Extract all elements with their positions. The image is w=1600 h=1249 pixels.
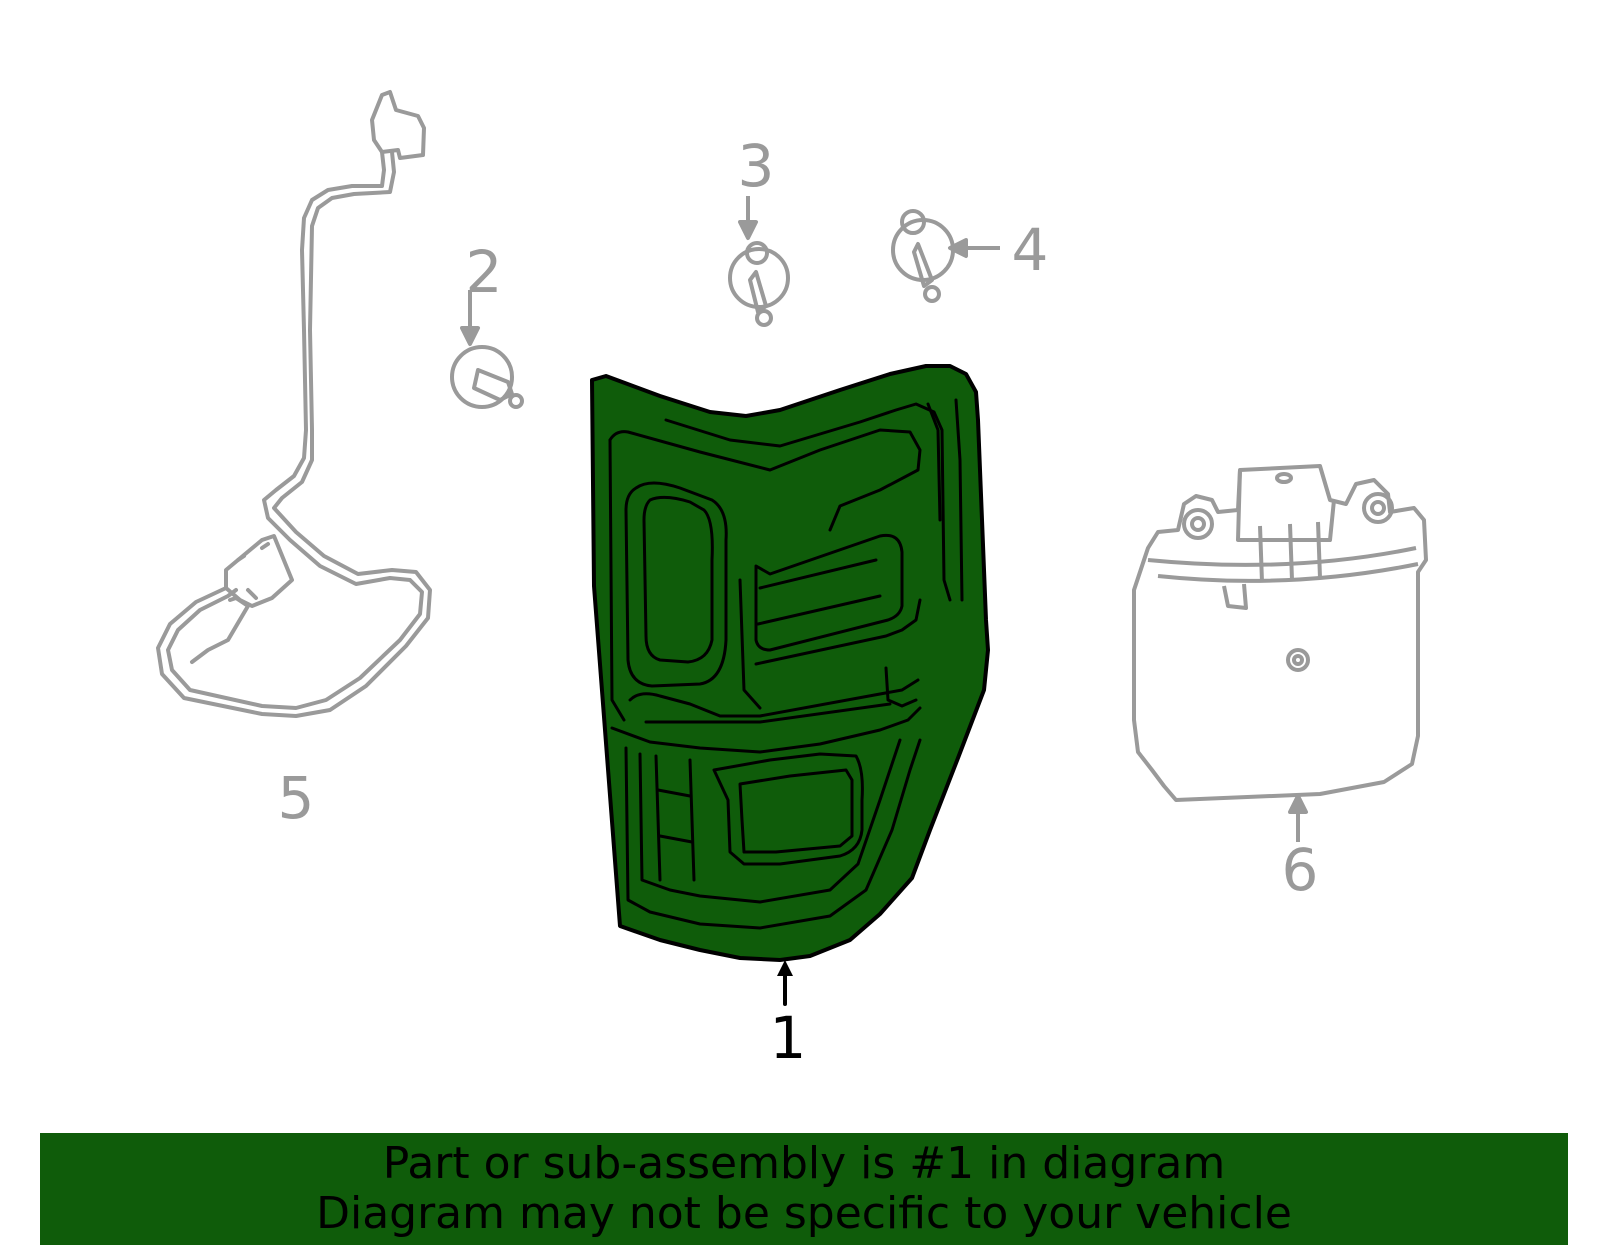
callout-2: 2: [466, 238, 503, 306]
part-2-bolt: [450, 290, 524, 409]
banner-line-2: Diagram may not be specific to your vehi…: [316, 1188, 1292, 1239]
disclaimer-banner: Part or sub-assembly is #1 in diagram Di…: [40, 1133, 1568, 1245]
callout-6: 6: [1282, 836, 1319, 904]
callout-5: 5: [278, 764, 315, 832]
callout-3: 3: [738, 132, 775, 200]
banner-line-1: Part or sub-assembly is #1 in diagram: [382, 1138, 1226, 1189]
part-3-bolt: [728, 196, 790, 327]
part-1-tail-lamp: [590, 364, 990, 1006]
part-6-housing: [1132, 464, 1428, 842]
part-4-bolt: [891, 209, 1000, 303]
part-5-wiring-harness: [156, 90, 432, 718]
callout-1: 1: [770, 1004, 807, 1072]
callout-4: 4: [1012, 216, 1049, 284]
